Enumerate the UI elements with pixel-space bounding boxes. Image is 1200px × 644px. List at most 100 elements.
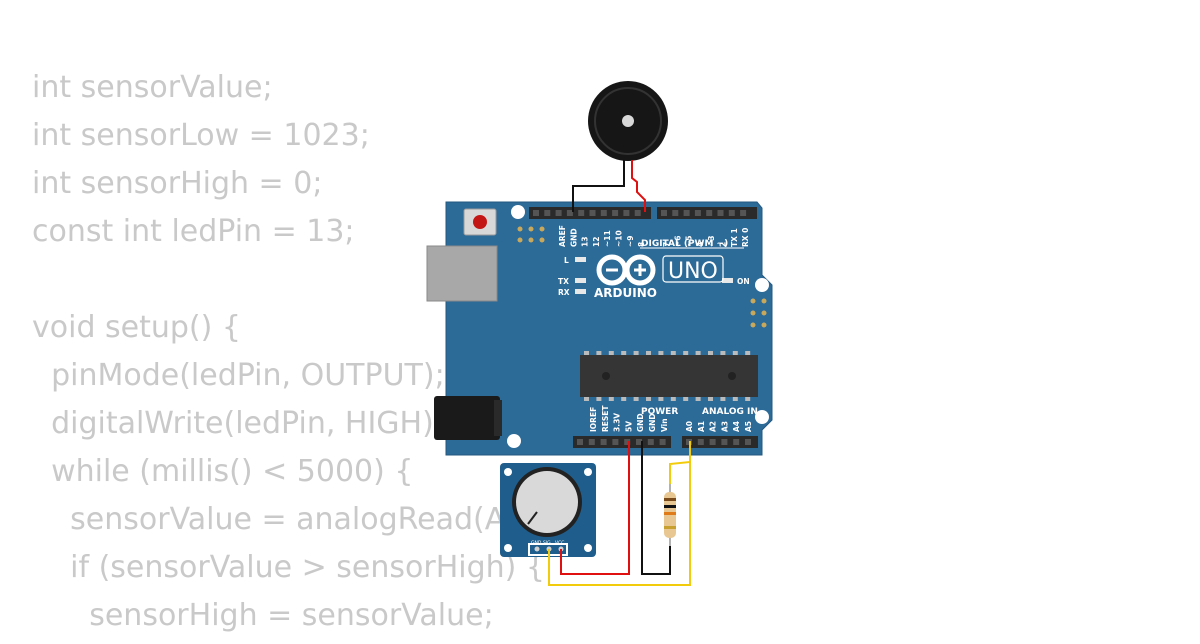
power-label: POWER: [641, 407, 678, 417]
code-line: sensorHigh = sensorValue;: [32, 598, 494, 633]
header-pin[interactable]: [533, 210, 539, 216]
analog-pin-label: A5: [744, 421, 753, 432]
power-jack: [434, 396, 502, 440]
potentiometer-knob[interactable]: [516, 471, 578, 533]
svg-text:TX: TX: [558, 277, 569, 286]
header-pin[interactable]: [733, 439, 740, 445]
header-pin[interactable]: [717, 210, 724, 216]
header-pin[interactable]: [589, 210, 596, 216]
analog-pin-label: A4: [732, 421, 741, 432]
piezo-buzzer-icon[interactable]: [588, 81, 668, 161]
header-pin[interactable]: [566, 210, 573, 216]
code-line: int sensorHigh = 0;: [32, 166, 323, 201]
digital-pin-label: ~3: [707, 235, 716, 247]
usb-connector: [426, 245, 498, 302]
microcontroller-chip: [580, 351, 758, 401]
digital-pin-label: ~6: [673, 235, 682, 247]
digital-pin-label: 2: [719, 242, 728, 247]
digital-pin-label: AREF: [558, 225, 567, 247]
mounting-hole: [755, 410, 769, 424]
header-pin[interactable]: [647, 439, 654, 445]
digital-pin-header[interactable]: [529, 207, 757, 219]
model-badge: [662, 255, 724, 283]
header-pin[interactable]: [659, 439, 666, 445]
header-pin[interactable]: [612, 210, 619, 216]
code-line: void setup() {: [32, 310, 241, 345]
analog-pin-label: A2: [709, 421, 718, 432]
pot-pin-label: VCC: [555, 540, 564, 546]
header-pin[interactable]: [709, 439, 716, 445]
brand-label: ARDUINO: [594, 286, 657, 300]
digital-pin-label: 13: [581, 237, 590, 247]
svg-text:L: L: [564, 256, 569, 265]
header-pin[interactable]: [745, 439, 751, 445]
header-pin[interactable]: [600, 439, 607, 445]
code-line: const int ledPin = 13;: [32, 214, 355, 249]
icsp-header: [514, 224, 548, 246]
digital-label: DIGITAL (PWM ~): [641, 239, 728, 249]
header-pin[interactable]: [728, 210, 735, 216]
icsp-header-right: [748, 296, 770, 330]
analog-pin-label: A0: [685, 421, 694, 432]
digital-pin-label: 7: [662, 242, 671, 247]
header-pin[interactable]: [672, 210, 679, 216]
header-pin[interactable]: [600, 210, 607, 216]
header-pin[interactable]: [697, 439, 704, 445]
header-pin[interactable]: [721, 439, 728, 445]
code-line: int sensorValue;: [32, 70, 273, 105]
analog-pin-header[interactable]: [682, 436, 758, 448]
header-pin[interactable]: [636, 439, 642, 445]
header-pin[interactable]: [555, 210, 562, 216]
header-pin[interactable]: [694, 210, 701, 216]
header-pin[interactable]: [588, 439, 595, 445]
digital-pin-label: ~11: [603, 230, 612, 247]
code-overlay: int sensorValue;int sensorLow = 1023;int…: [32, 68, 546, 644]
digital-pin-label: TX 1: [730, 228, 739, 247]
power-pin-label: 3.3V: [613, 413, 622, 432]
analog-pin-label: A1: [697, 421, 706, 432]
digital-pin-label: 4: [696, 242, 705, 247]
header-pin[interactable]: [612, 439, 619, 445]
code-line: digitalWrite(ledPin, HIGH);: [32, 406, 444, 441]
code-line: if (sensorValue > sensorHigh) {: [32, 550, 545, 585]
pot-pin-label: GND: [531, 540, 542, 546]
svg-text:RX: RX: [558, 288, 570, 297]
power-pin-header[interactable]: [573, 436, 671, 448]
digital-pin-label: ~5: [685, 235, 694, 247]
power-pin-label: Vin: [660, 418, 669, 432]
pot-pin-label: SIG: [543, 540, 551, 546]
arduino-infinity-logo: [596, 254, 656, 286]
svg-text:ON: ON: [737, 277, 750, 286]
header-pin[interactable]: [623, 210, 630, 216]
wires: [548, 160, 691, 586]
header-pin[interactable]: [544, 210, 551, 216]
analog-pin-label: A3: [720, 421, 729, 432]
header-pin[interactable]: [683, 210, 690, 216]
header-pin[interactable]: [740, 210, 747, 216]
power-pin-label: IOREF: [589, 407, 598, 432]
model-label: UNO: [668, 259, 718, 284]
digital-pin-label: ~9: [626, 235, 635, 247]
header-pin[interactable]: [624, 439, 631, 445]
mounting-hole: [507, 434, 521, 448]
header-pin[interactable]: [661, 210, 667, 216]
status-leds: L TX RX ON: [558, 256, 750, 297]
resistor: [664, 484, 676, 546]
header-pin[interactable]: [577, 439, 583, 445]
mounting-hole: [755, 278, 769, 292]
digital-pin-label: ~10: [615, 230, 624, 247]
reset-button[interactable]: [463, 208, 497, 236]
power-pin-label: 5V: [624, 421, 633, 432]
power-pin-label: GND: [636, 413, 645, 432]
header-pin[interactable]: [634, 210, 641, 216]
header-pin[interactable]: [578, 210, 585, 216]
mounting-hole: [511, 205, 525, 219]
digital-pin-label: 12: [592, 237, 601, 247]
header-pin[interactable]: [706, 210, 713, 216]
